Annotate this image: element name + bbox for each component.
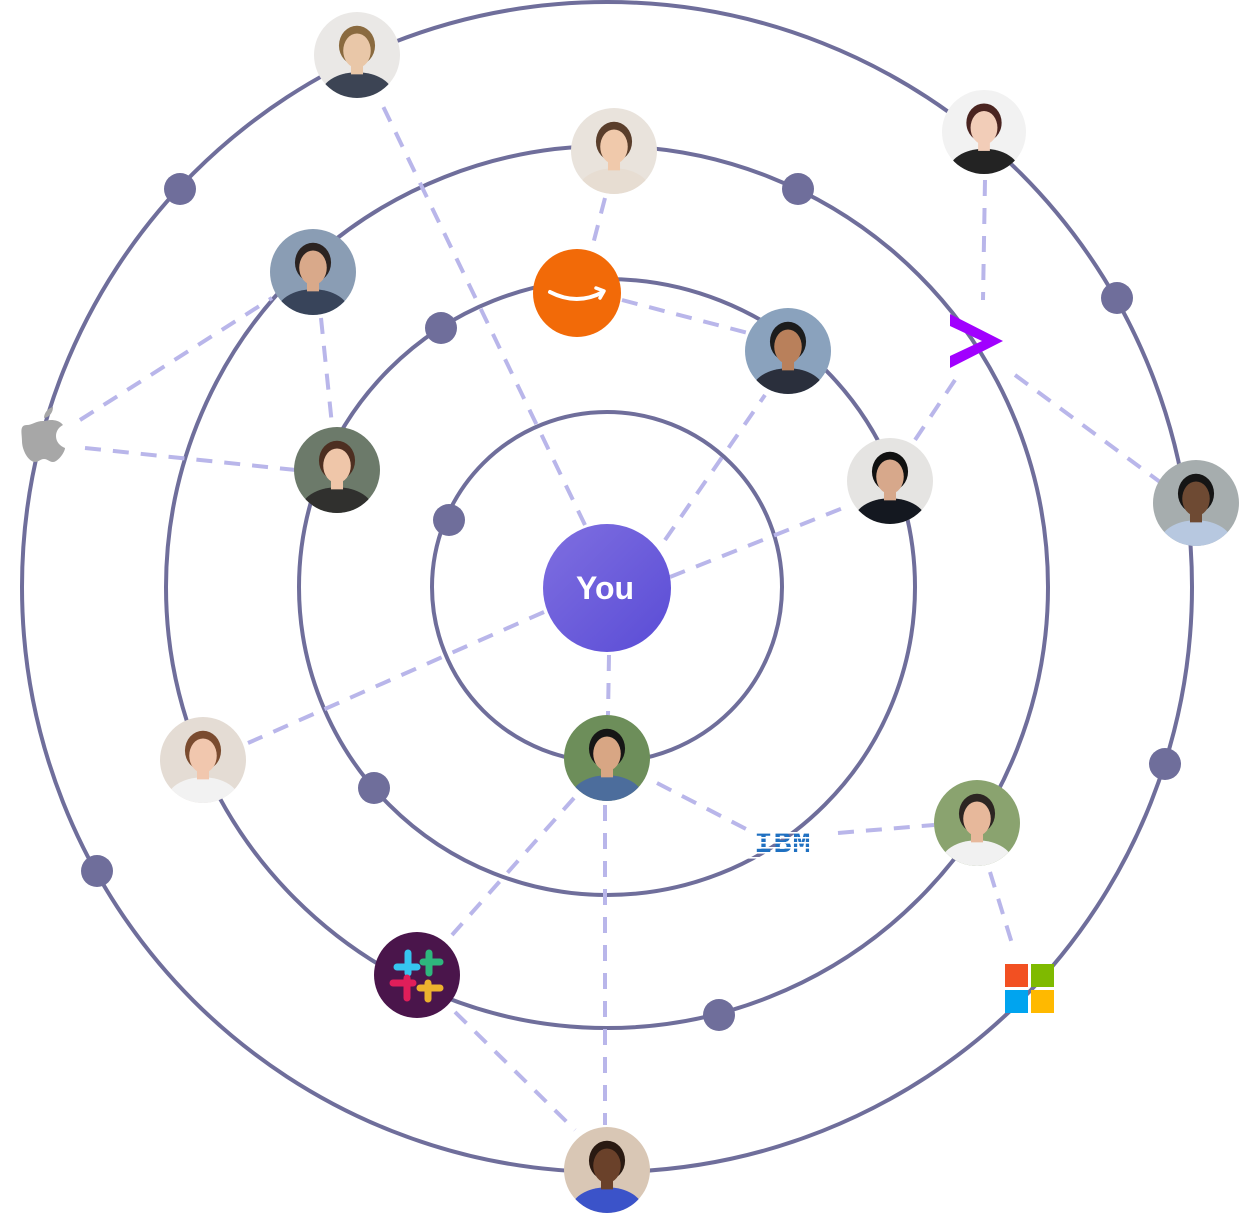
amazon-node[interactable] (533, 249, 621, 337)
orbit-dot (433, 504, 465, 536)
link-you-person-10 (606, 654, 611, 716)
link-person-11-microsoft (988, 871, 1016, 951)
ibm-stripe (745, 857, 823, 859)
you-node[interactable]: You (543, 524, 671, 652)
avatar-face (970, 111, 998, 145)
avatar-shirt (166, 777, 240, 803)
avatar-shirt (577, 168, 651, 194)
link-accenture-person-7 (913, 378, 957, 442)
slack-node[interactable] (374, 932, 460, 1018)
accenture-chevron-icon (950, 314, 1003, 368)
you-circle[interactable] (543, 524, 671, 652)
orbit-dot (164, 173, 196, 205)
avatar-person-9[interactable] (160, 717, 246, 824)
avatar-face (593, 1148, 621, 1183)
orbit-dots (81, 173, 1181, 1031)
link-you-person-1 (378, 99, 587, 526)
ibm-stripe (745, 842, 823, 844)
avatar-face (323, 448, 351, 483)
avatar-shirt (948, 148, 1020, 174)
avatar-shirt (940, 840, 1014, 866)
ibm-logo: IBM (754, 828, 811, 862)
ibm-stripe (745, 832, 823, 834)
avatar-person-12[interactable] (564, 1127, 650, 1214)
avatar-face (189, 738, 217, 773)
avatar-person-7[interactable] (847, 438, 933, 546)
people-avatars (160, 12, 1239, 1214)
avatar-face (600, 129, 628, 164)
amazon-icon-bg (533, 249, 621, 337)
link-apple-person-6 (84, 446, 297, 472)
avatar-face (774, 329, 802, 364)
avatar-shirt (853, 498, 927, 524)
link-you-person-4 (663, 393, 767, 542)
you-label: You (576, 570, 634, 606)
avatar-face (343, 33, 371, 68)
link-person-10-ibm (656, 781, 749, 832)
ibm-stripe (745, 847, 823, 849)
link-person-10-slack (450, 796, 576, 937)
apple-node[interactable] (21, 407, 65, 462)
ibm-node[interactable]: IBM (745, 828, 823, 862)
avatar-person-8[interactable] (1153, 460, 1239, 567)
avatar-shirt (320, 72, 394, 98)
avatar-person-1[interactable] (314, 12, 400, 120)
avatar-person-3[interactable] (942, 90, 1026, 195)
link-slack-person-12 (453, 1010, 577, 1132)
avatar-person-2[interactable] (571, 108, 657, 216)
accenture-node[interactable] (950, 314, 1003, 368)
amazon-smile-icon (548, 290, 605, 301)
microsoft-node[interactable] (1005, 964, 1054, 1013)
ibm-stripes (745, 832, 823, 859)
orbit-dot (425, 312, 457, 344)
avatar-shirt (570, 775, 644, 801)
orbit-dot (1101, 282, 1133, 314)
ibm-stripe (745, 852, 823, 854)
orbit-dot (703, 999, 735, 1031)
avatar-person-4[interactable] (745, 308, 831, 416)
avatar-shirt (276, 289, 350, 315)
amazon-arrow-tip (594, 286, 606, 300)
link-you-person-7 (669, 504, 849, 579)
link-apple-person-5 (78, 296, 274, 422)
orbit-dot (358, 772, 390, 804)
avatar-person-6[interactable] (294, 427, 380, 535)
orbit-dot (1149, 748, 1181, 780)
avatar-shirt (570, 1187, 644, 1213)
slack-icon (389, 949, 444, 1003)
avatar-face (299, 250, 327, 285)
avatar-face (876, 459, 904, 494)
slack-icon-bg (374, 932, 460, 1018)
orbit-dot (81, 855, 113, 887)
connection-lines (78, 99, 1162, 1132)
link-person-2-amazon (590, 197, 607, 249)
avatar-shirt (751, 368, 825, 394)
orbit-dot (782, 173, 814, 205)
link-ibm-person-11 (837, 823, 935, 835)
avatar-person-11[interactable] (934, 780, 1020, 887)
avatar-person-5[interactable] (270, 229, 356, 337)
avatar-person-10[interactable] (564, 715, 650, 822)
link-person-5-person-6 (319, 317, 334, 426)
ibm-stripe (745, 837, 823, 839)
avatar-face (593, 736, 621, 771)
link-person-3-accenture (981, 179, 987, 301)
microsoft-icon (1005, 964, 1054, 1013)
avatar-face (963, 801, 991, 836)
link-amazon-person-4 (621, 298, 749, 335)
avatar-shirt (1159, 520, 1233, 546)
avatar-shirt (300, 487, 374, 513)
avatar-face (1182, 481, 1210, 516)
apple-icon (21, 407, 65, 462)
link-accenture-person-8 (1013, 373, 1162, 484)
